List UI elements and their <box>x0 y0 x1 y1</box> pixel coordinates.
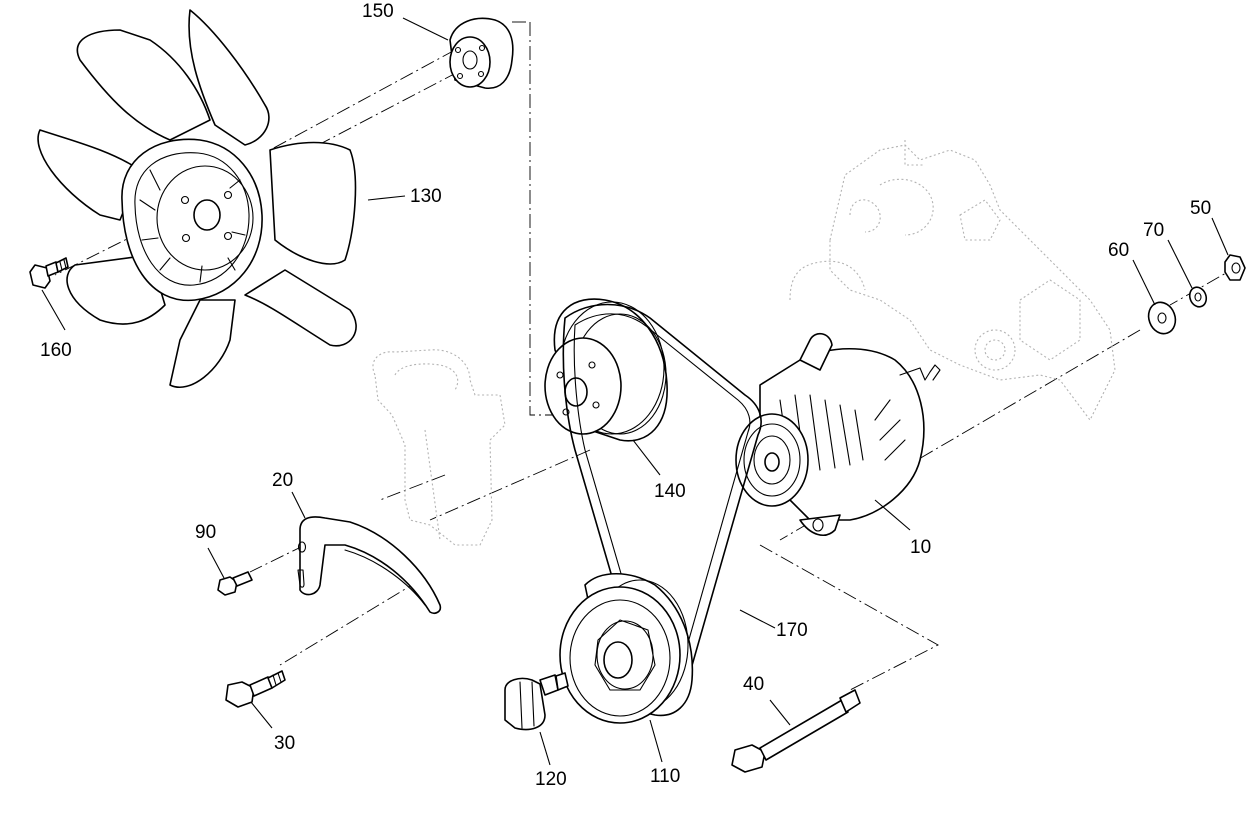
callouts: 10 20 30 40 50 60 70 90 110 120 130 140 … <box>40 1 1211 790</box>
callout-130: 130 <box>410 186 442 207</box>
alternator-bolt <box>731 689 861 773</box>
nut <box>1224 254 1246 281</box>
crankshaft-pulley <box>559 573 694 724</box>
thermostat-housing-ghost <box>372 349 506 546</box>
callout-20: 20 <box>272 470 293 491</box>
lock-washer <box>1188 286 1208 308</box>
crankshaft-pulley-bolt <box>504 672 569 731</box>
adjusting-bracket <box>297 516 442 614</box>
callout-150: 150 <box>362 1 394 22</box>
bracket-bolt-short <box>217 571 253 596</box>
callout-70: 70 <box>1143 220 1164 241</box>
washer <box>1147 301 1177 335</box>
callout-160: 160 <box>40 340 72 361</box>
leader-lines <box>41 17 1229 766</box>
callout-50: 50 <box>1190 198 1211 219</box>
engine-block-ghost <box>789 140 1116 421</box>
fan-bolt <box>29 257 69 289</box>
callout-120: 120 <box>535 769 567 790</box>
callout-110: 110 <box>650 766 680 787</box>
callout-40: 40 <box>743 674 764 695</box>
bracket-bolt-long <box>225 670 286 708</box>
callout-140: 140 <box>654 481 686 502</box>
callout-10: 10 <box>910 537 931 558</box>
fan <box>37 9 357 388</box>
callout-30: 30 <box>274 733 295 754</box>
callout-170: 170 <box>776 620 808 641</box>
callout-60: 60 <box>1108 240 1129 261</box>
fan-spacer <box>449 17 514 89</box>
alternator <box>735 332 941 536</box>
callout-90: 90 <box>195 522 216 543</box>
